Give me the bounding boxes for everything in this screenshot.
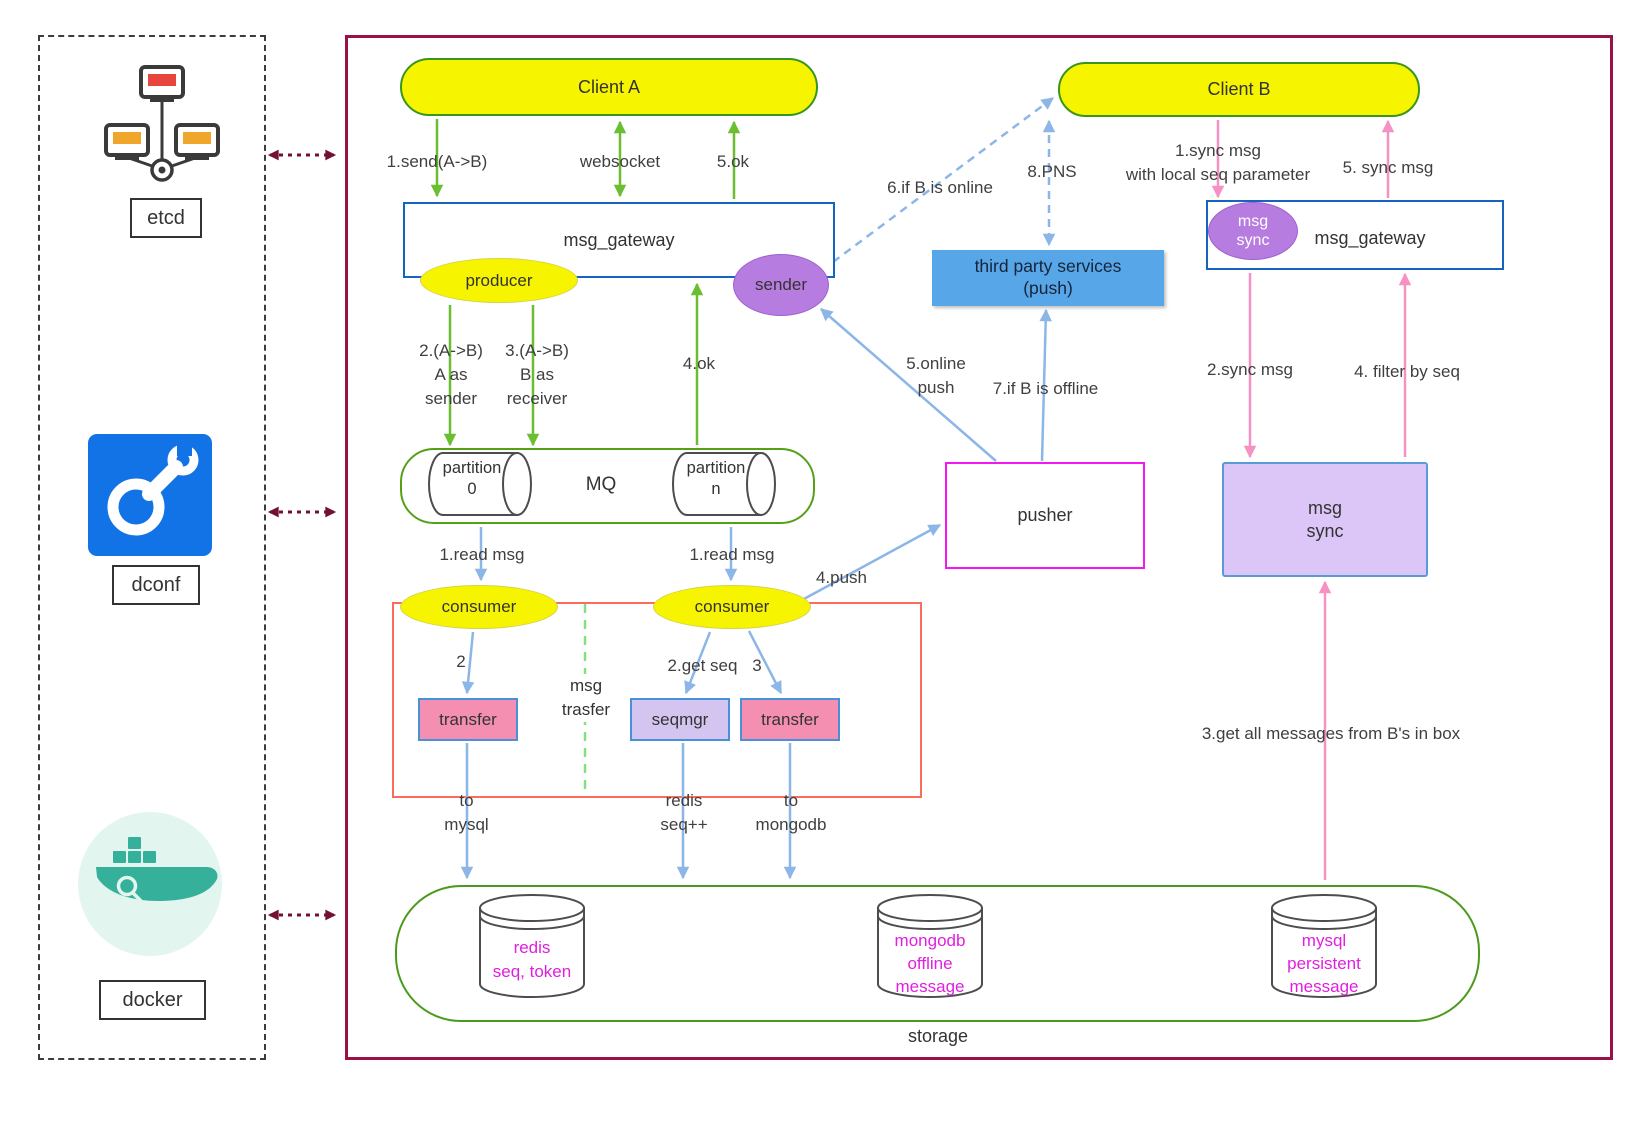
edge-label-websocket: websocket	[579, 152, 661, 171]
edge-label-a-as-sender: 2.(A->B) A as sender	[419, 341, 483, 409]
edge-label-send-a-b: 1.send(A->B)	[386, 152, 488, 171]
mq-label: MQ	[585, 474, 617, 495]
edge-label-get-seq: 2.get seq	[667, 656, 738, 675]
redis-db-label: redis seq, token	[492, 938, 572, 982]
edge-label-filter-by-seq: 4. filter by seq	[1354, 362, 1460, 381]
edge-label-online-push: 5.online push	[906, 354, 966, 398]
sidebar-item-dconf: dconf	[112, 565, 200, 605]
edge-label-if-b-offline: 7.if B is offline	[992, 379, 1099, 398]
consumer-left-node: consumer	[400, 585, 558, 629]
edge-label-to-mysql: to mysql	[444, 791, 489, 835]
transfer-right-node: transfer	[740, 698, 840, 741]
edge-label-redis-seq: redis seq++	[660, 791, 708, 835]
edge-label-sync-msg-5: 5. sync msg	[1342, 158, 1434, 177]
edge-label-ok-5: 5.ok	[716, 152, 750, 171]
edge-label-push-4: 4.push	[815, 568, 868, 587]
producer-node: producer	[420, 258, 578, 303]
edge-label-get-all-messages: 3.get all messages from B's in box	[1201, 724, 1461, 743]
mongodb-db-label: mongodb offline message	[894, 931, 966, 996]
edge-label-to-mongodb: to mongodb	[755, 791, 827, 835]
consumer-right-node: consumer	[653, 585, 811, 629]
msg-gateway-right-label: msg_gateway	[1314, 228, 1426, 248]
pusher-node: pusher	[945, 462, 1145, 569]
sidebar-item-docker: docker	[99, 980, 206, 1020]
seqmgr-node: seqmgr	[630, 698, 730, 741]
partition-n-label: partition n	[686, 459, 746, 499]
edge-label-if-b-online: 6.if B is online	[887, 178, 993, 197]
partition-0-label: partition 0	[442, 459, 502, 499]
storage-label: storage	[907, 1026, 969, 1046]
edge-label-step-2: 2	[456, 652, 466, 671]
client-b-node: Client B	[1058, 62, 1420, 117]
third-party-services-node: third party services (push)	[932, 250, 1164, 306]
sender-node: sender	[733, 254, 829, 316]
edge-label-sync-msg-local-seq: 1.sync msg with local seq parameter	[1125, 141, 1311, 185]
edge-label-read-msg-right: 1.read msg	[689, 545, 775, 564]
sidebar-item-etcd: etcd	[130, 198, 202, 238]
edge-label-pns: 8.PNS	[1027, 162, 1077, 181]
edge-label-b-as-receiver: 3.(A->B) B as receiver	[505, 341, 569, 409]
msg-sync-box-node: msg sync	[1222, 462, 1428, 577]
mysql-db-label: mysql persistent message	[1287, 931, 1361, 996]
msg-transfer-group-label: msg trasfer	[546, 674, 626, 723]
transfer-left-node: transfer	[418, 698, 518, 741]
edge-label-sync-msg-2: 2.sync msg	[1207, 360, 1293, 379]
edge-label-read-msg-left: 1.read msg	[439, 545, 525, 564]
edge-label-step-3: 3	[752, 656, 762, 675]
msg-sync-ellipse-node: msg sync	[1208, 202, 1298, 260]
client-a-node: Client A	[400, 58, 818, 116]
infra-sidebar-box	[38, 35, 266, 1060]
edge-label-ok-4: 4.ok	[682, 354, 716, 373]
